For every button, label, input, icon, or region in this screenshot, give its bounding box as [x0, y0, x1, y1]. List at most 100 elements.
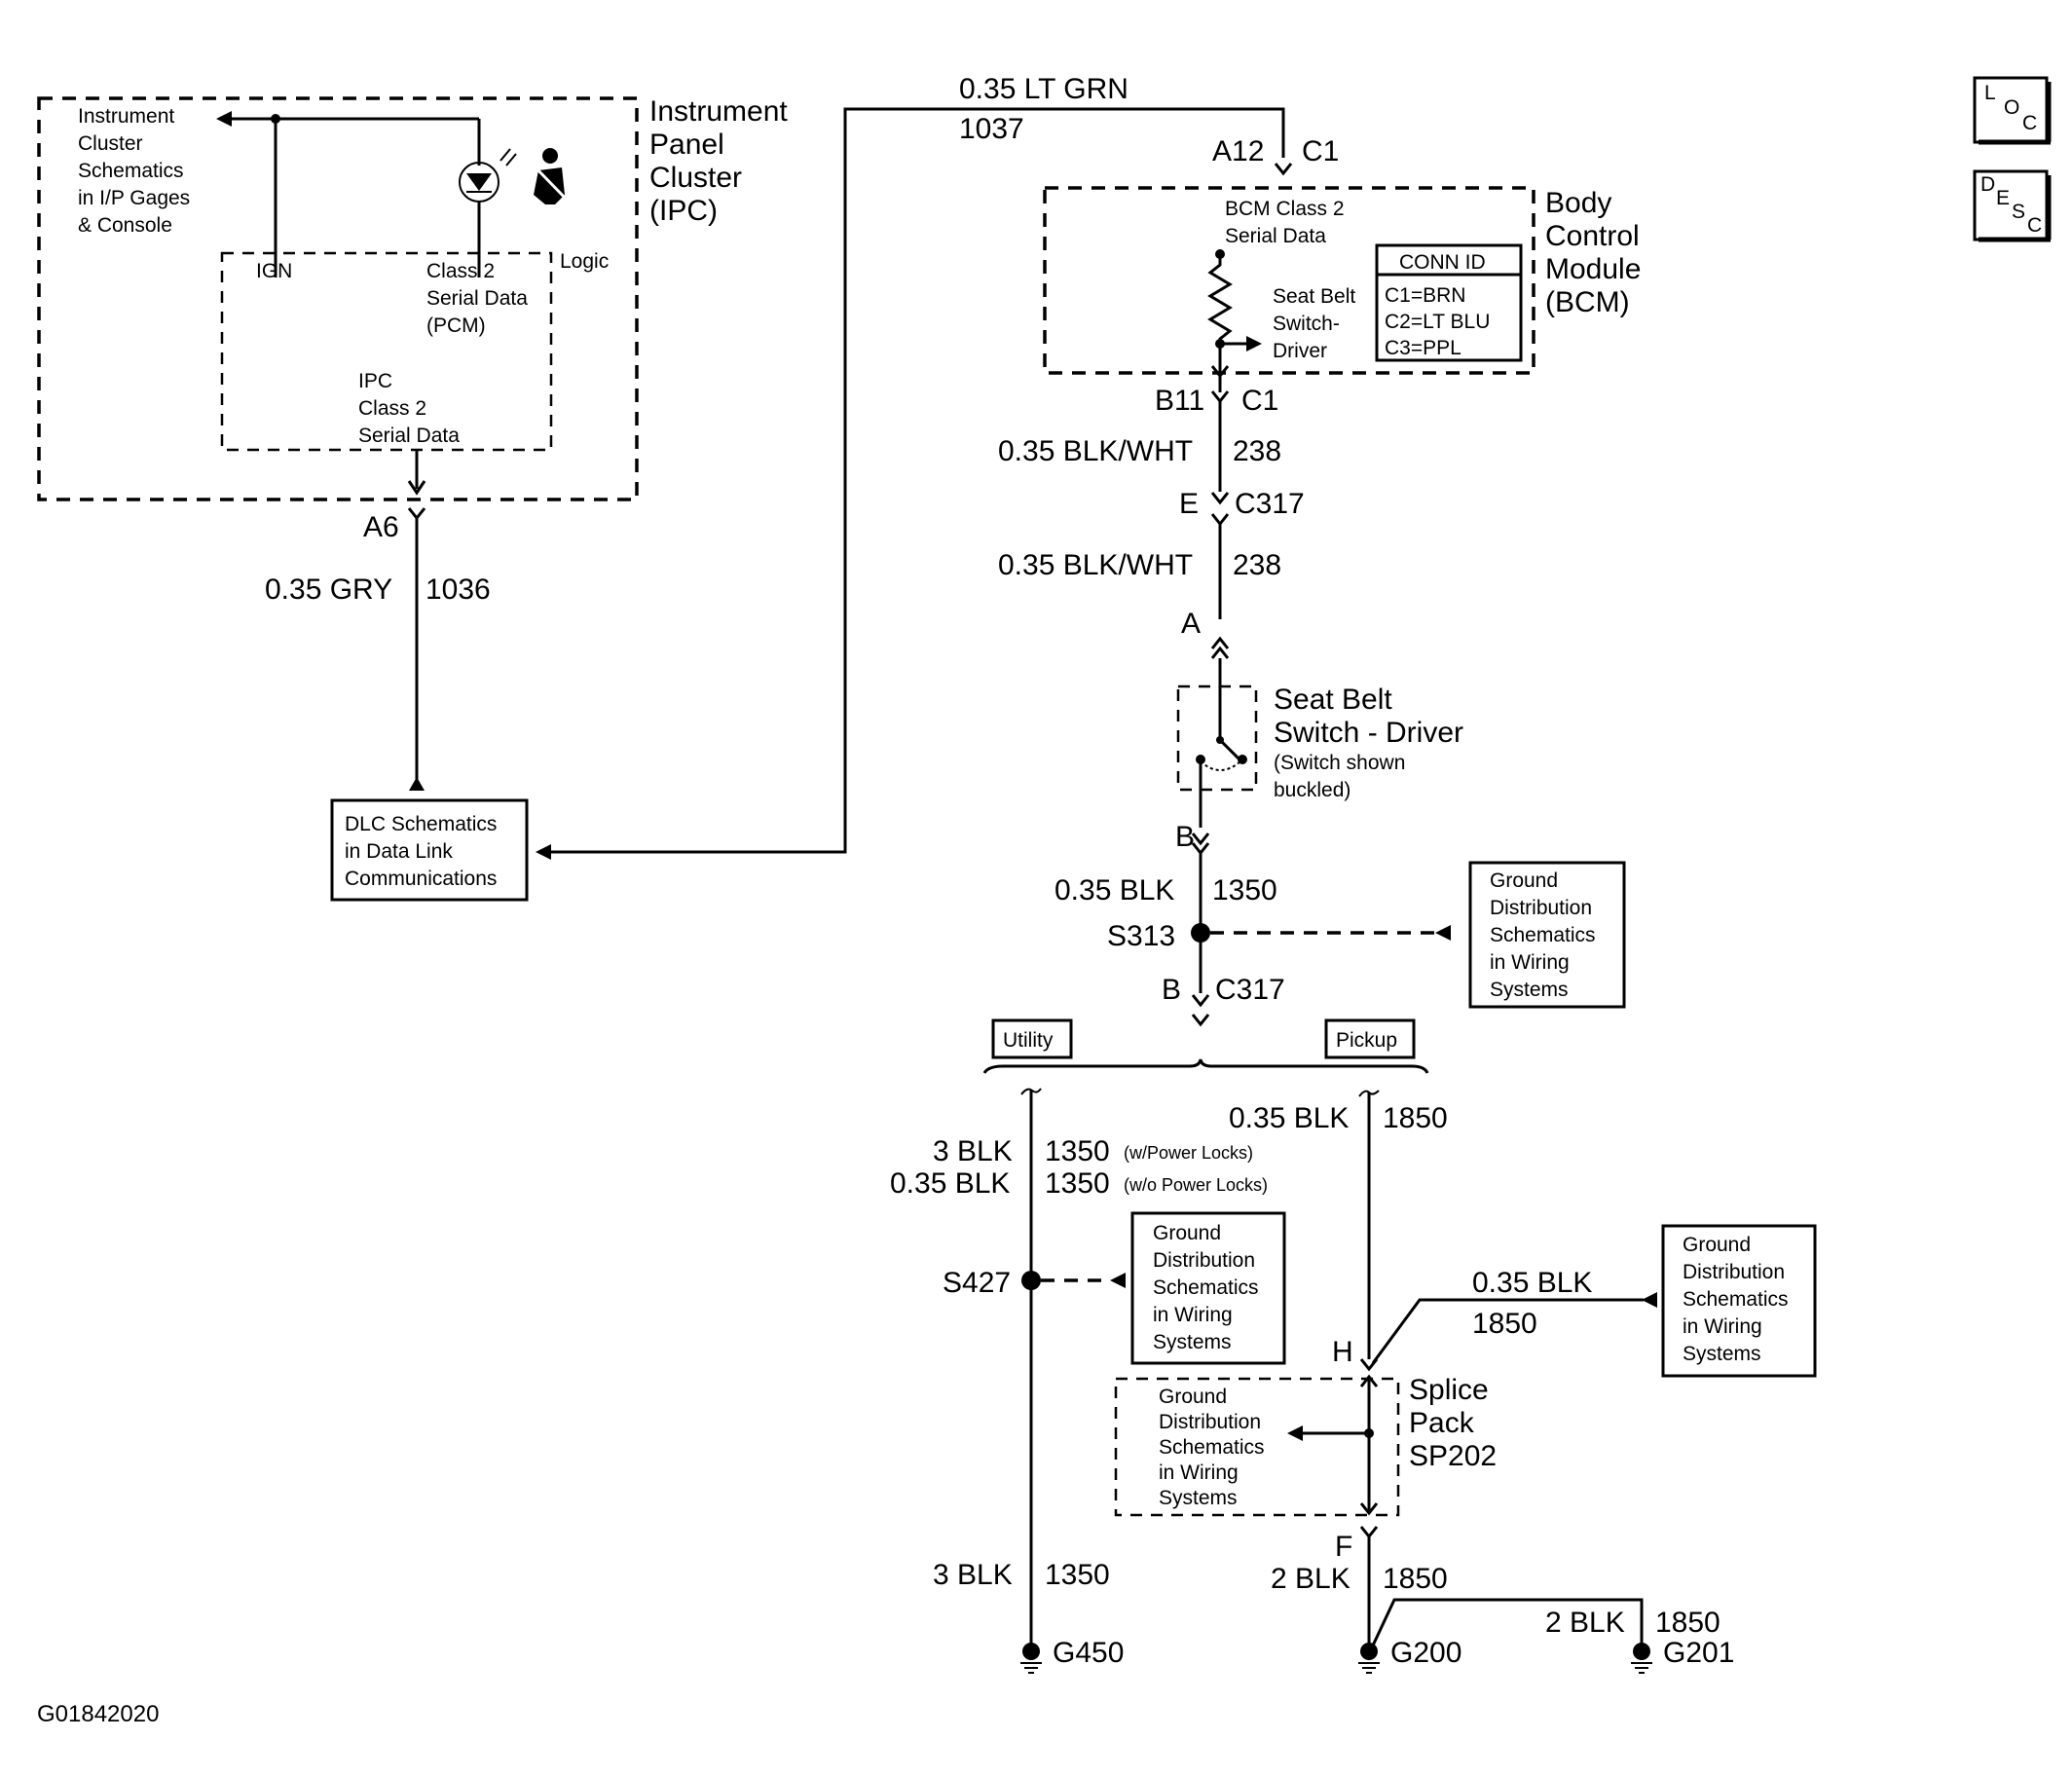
ipc-module: Instrument Panel Cluster (IPC) Instrumen… — [37, 95, 788, 501]
option-bracket: Utility Pickup — [982, 1018, 1429, 1074]
g201-circuit: 1850 — [1655, 1607, 1720, 1639]
utility-a-color: 3 BLK — [933, 1135, 1013, 1167]
svg-text:O: O — [2004, 96, 2019, 119]
arrow-left-icon — [1642, 1292, 1657, 1308]
g200-circuit: 1850 — [1383, 1563, 1448, 1595]
svg-text:C: C — [2027, 214, 2042, 237]
connector-c1-top: C1 — [1302, 135, 1339, 167]
svg-text:L: L — [1984, 82, 1996, 104]
blk1350-circuit: 1350 — [1212, 874, 1277, 906]
ground-g200: G200 — [1390, 1637, 1462, 1669]
switch-outline — [1176, 684, 1258, 792]
g201-wire-color: 2 BLK — [1545, 1607, 1625, 1639]
ground-reference-1-label: Ground Distribution Schematics in Wiring… — [1490, 870, 1601, 1001]
utility-branch-1350: 3 BLK 1350 (w/Power Locks) 0.35 BLK 1350… — [890, 1088, 1268, 1674]
option-utility[interactable]: Utility — [991, 1018, 1073, 1059]
svg-text:D: D — [1980, 173, 1995, 196]
connector-a12: A12 — [1212, 135, 1264, 167]
arrow-up-icon — [409, 777, 425, 791]
blk-wire-1350: B 0.35 BLK 1350 S313 B C317 — [1054, 821, 1451, 1027]
bcm-module: Body Control Module (BCM) BCM Class 2 Se… — [1043, 186, 1649, 376]
ground-reference-2[interactable]: Ground Distribution Schematics in Wiring… — [1130, 1211, 1286, 1365]
connector-a: A — [1181, 608, 1201, 640]
conn-id-c3: C3=PPL — [1385, 337, 1462, 359]
ipc-outline — [37, 96, 639, 501]
option-pickup[interactable]: Pickup — [1324, 1018, 1416, 1059]
connector-a6: A6 — [363, 511, 399, 543]
connector-b-c317: B — [1162, 974, 1181, 1006]
switch-contact-icon — [1218, 738, 1241, 761]
blkwht2-circuit: 238 — [1233, 549, 1281, 581]
utility-b-color: 0.35 BLK — [890, 1167, 1010, 1200]
connector-h: H — [1332, 1336, 1353, 1368]
connector-c1-mid: C1 — [1241, 385, 1278, 417]
splice-pack-sp202: Ground Distribution Schematics in Wiring… — [1114, 1374, 1497, 1517]
class2-pcm-label: Class 2 Serial Data (PCM) — [426, 260, 534, 337]
conn-id-title: CONN ID — [1399, 251, 1486, 274]
ground-reference-2-label: Ground Distribution Schematics in Wiring… — [1153, 1222, 1264, 1353]
arrow-right-icon — [1246, 336, 1262, 352]
desc-button[interactable]: D E S C — [1973, 169, 2052, 242]
blk-wht-wire-238: B11 C1 0.35 BLK/WHT 238 E C317 0.35 BLK/… — [998, 365, 1305, 716]
g200-wire-color: 2 BLK — [1271, 1563, 1350, 1595]
ground-reference-1[interactable]: Ground Distribution Schematics in Wiring… — [1468, 861, 1626, 1009]
conn-id-c1: C1=BRN — [1385, 284, 1465, 307]
arrow-left-icon — [1287, 1425, 1303, 1441]
ground-g201: G201 — [1663, 1637, 1734, 1669]
loc-button[interactable]: L O C — [1973, 76, 2052, 145]
ground-g450: G450 — [1053, 1637, 1124, 1669]
junction-dot — [271, 114, 280, 124]
lt-grn-wire-1037: 0.35 LT GRN 1037 A12 C1 — [536, 73, 1339, 860]
connector-b-switch: B — [1175, 821, 1195, 853]
connector-f: F — [1335, 1531, 1352, 1563]
pull-up-resistor-icon — [1207, 254, 1233, 376]
ground-wires-1850: F 2 BLK 1850 2 BLK 1850 G200 G201 — [1271, 1526, 1734, 1674]
seat-belt-icon — [532, 148, 569, 204]
splice-s313 — [1191, 923, 1210, 943]
g450-wire-color: 3 BLK — [933, 1559, 1013, 1591]
arrow-left-icon — [216, 111, 232, 127]
ground-reference-3[interactable]: Ground Distribution Schematics in Wiring… — [1661, 1224, 1817, 1378]
ipc-class2-label: IPC Class 2 Serial Data — [358, 370, 460, 447]
dlc-reference[interactable]: DLC Schematics in Data Link Communicatio… — [330, 798, 529, 902]
utility-a-note: (w/Power Locks) — [1124, 1143, 1253, 1163]
arrow-left-icon — [536, 844, 551, 860]
switch-title: Seat Belt Switch - Driver — [1274, 684, 1463, 749]
ipc-cluster-ref[interactable]: Instrument Cluster Schematics in I/P Gag… — [78, 105, 196, 237]
blk1350-color: 0.35 BLK — [1054, 874, 1174, 906]
ground-symbol-icon — [1631, 1662, 1652, 1674]
bcm-title: Body Control Module (BCM) — [1545, 187, 1649, 318]
pickup-wire-color: 0.35 BLK — [1229, 1102, 1349, 1134]
utility-b-note: (w/o Power Locks) — [1124, 1175, 1268, 1195]
arrow-left-icon — [1435, 925, 1451, 941]
splice-s427-label: S427 — [943, 1267, 1011, 1299]
h-branch-circuit: 1850 — [1472, 1308, 1537, 1340]
connector-b11: B11 — [1155, 385, 1204, 417]
svg-text:S: S — [2012, 201, 2025, 223]
switch-note: (Switch shown buckled) — [1274, 752, 1411, 801]
svg-text:Utility: Utility — [1003, 1029, 1054, 1052]
arrow-left-icon — [1110, 1273, 1126, 1288]
bcm-outline — [1043, 186, 1536, 375]
utility-b-circuit: 1350 — [1045, 1167, 1110, 1200]
svg-text:E: E — [1996, 187, 2010, 209]
ign-label: IGN — [256, 260, 292, 282]
h-branch-color: 0.35 BLK — [1472, 1267, 1592, 1299]
connector-e: E — [1179, 488, 1199, 520]
connector-c317-bottom: C317 — [1215, 974, 1285, 1006]
svg-text:Pickup: Pickup — [1336, 1029, 1397, 1052]
lt-grn-circuit: 1037 — [959, 113, 1024, 145]
gry-circuit: 1036 — [426, 574, 491, 606]
blkwht1-circuit: 238 — [1233, 435, 1281, 467]
bcm-class2-label: BCM Class 2 Serial Data — [1225, 198, 1350, 247]
seat-belt-switch-driver: Seat Belt Switch - Driver (Switch shown … — [1176, 684, 1463, 828]
splice-pack-title: Splice Pack SP202 — [1409, 1374, 1497, 1472]
bcm-switch-label: Seat Belt Switch- Driver — [1273, 285, 1361, 362]
g450-circuit: 1350 — [1045, 1559, 1110, 1591]
led-indicator-icon — [459, 148, 517, 203]
ground-reference-4[interactable]: Ground Distribution Schematics in Wiring… — [1159, 1386, 1270, 1509]
pickup-branch-1850: 0.35 BLK 1850 H 0.35 BLK 1850 — [1229, 1090, 1657, 1372]
utility-a-circuit: 1350 — [1045, 1135, 1110, 1167]
gry-wire-color: 0.35 GRY — [265, 574, 392, 606]
